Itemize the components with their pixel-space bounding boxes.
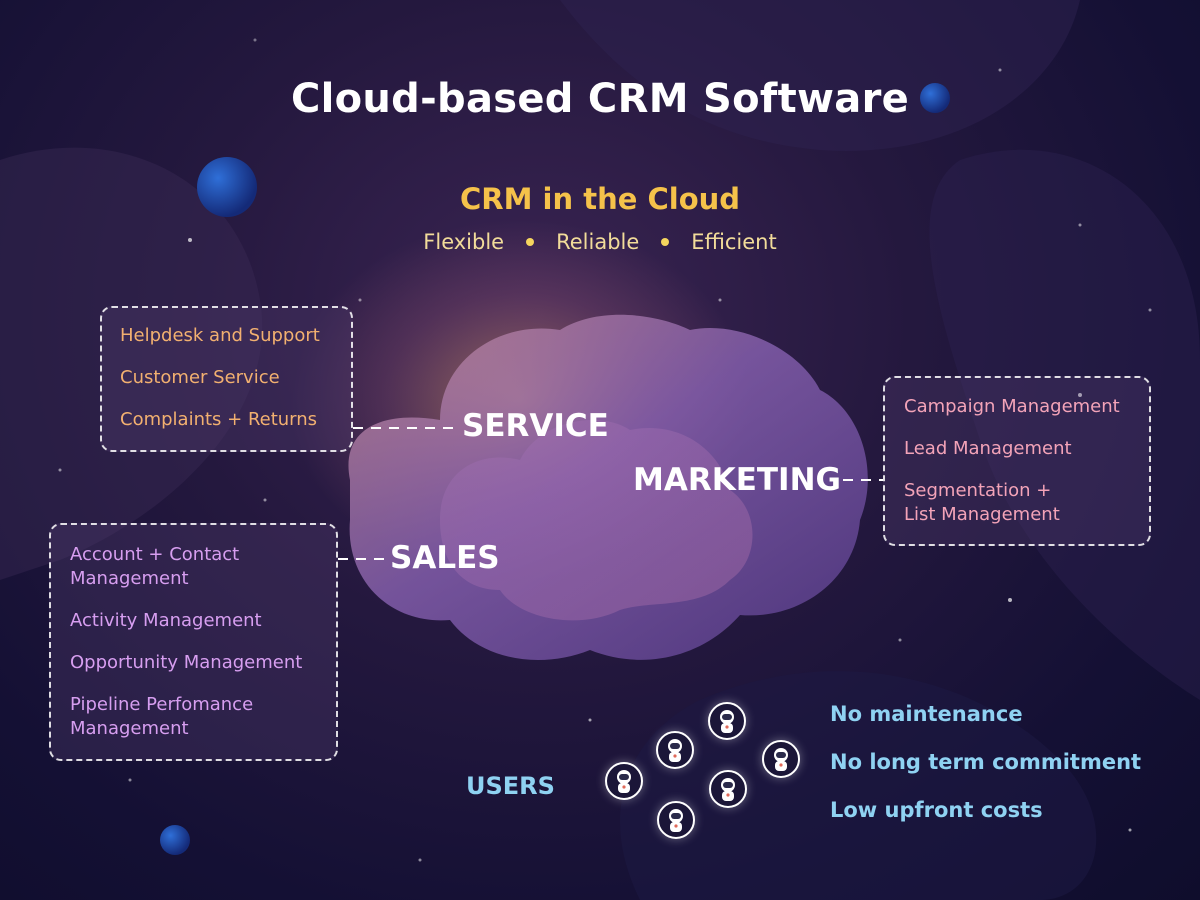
benefit-no-commitment: No long term commitment (830, 750, 1142, 774)
stars (58, 38, 1152, 862)
planet-top-right (920, 83, 950, 113)
tagline-flexible: Flexible (423, 230, 505, 254)
planet-left (197, 157, 257, 217)
sales-item-pipeline: Pipeline Perfomance Management (70, 694, 254, 739)
service-item-helpdesk: Helpdesk and Support (120, 325, 320, 346)
cloud-inner (440, 420, 753, 621)
astronaut-icon (656, 731, 694, 769)
marketing-item-campaign: Campaign Management (904, 396, 1120, 417)
astronaut-icon (657, 801, 695, 839)
astronaut-icon (709, 770, 747, 808)
tagline-reliable: Reliable (556, 230, 640, 254)
bullet-dot-icon (526, 238, 535, 246)
astronaut-icon (708, 702, 746, 740)
service-item-customer-service: Customer Service (120, 367, 280, 388)
benefits-list: No maintenance No long term commitment L… (830, 700, 1141, 844)
sales-features-box: Account + Contact Management Activity Ma… (49, 523, 338, 761)
sales-item-account-contact: Account + Contact Management (70, 544, 240, 589)
subtitle: CRM in the Cloud (459, 182, 741, 216)
service-label: SERVICE (462, 408, 609, 444)
benefit-no-maintenance: No maintenance (830, 702, 1023, 726)
sales-item-opportunity: Opportunity Management (70, 652, 303, 673)
users-label: USERS (466, 772, 555, 800)
marketing-features-box: Campaign Management Lead Management Segm… (883, 376, 1151, 546)
marketing-label: MARKETING (633, 462, 841, 498)
service-features-box: Helpdesk and Support Customer Service Co… (100, 306, 353, 452)
marketing-item-segmentation: Segmentation + List Management (904, 480, 1060, 525)
marketing-item-lead: Lead Management (904, 438, 1072, 459)
bg-blob-right (929, 149, 1200, 700)
planet-bottom-left (160, 825, 190, 855)
astronaut-icon (605, 762, 643, 800)
sales-label: SALES (390, 540, 500, 576)
bg-blob-left (0, 147, 263, 580)
page-title: Cloud-based CRM Software (290, 76, 910, 122)
bg-blob-top-right (560, 0, 1080, 151)
service-item-complaints: Complaints + Returns (120, 409, 318, 430)
connectors (338, 427, 883, 560)
bullet-dot-icon (661, 238, 670, 246)
sales-item-activity: Activity Management (70, 610, 262, 631)
benefit-low-costs: Low upfront costs (830, 798, 1043, 822)
astronaut-icon (762, 740, 800, 778)
tagline-efficient: Efficient (691, 230, 777, 254)
tagline: Flexible Reliable Efficient (0, 230, 1200, 254)
